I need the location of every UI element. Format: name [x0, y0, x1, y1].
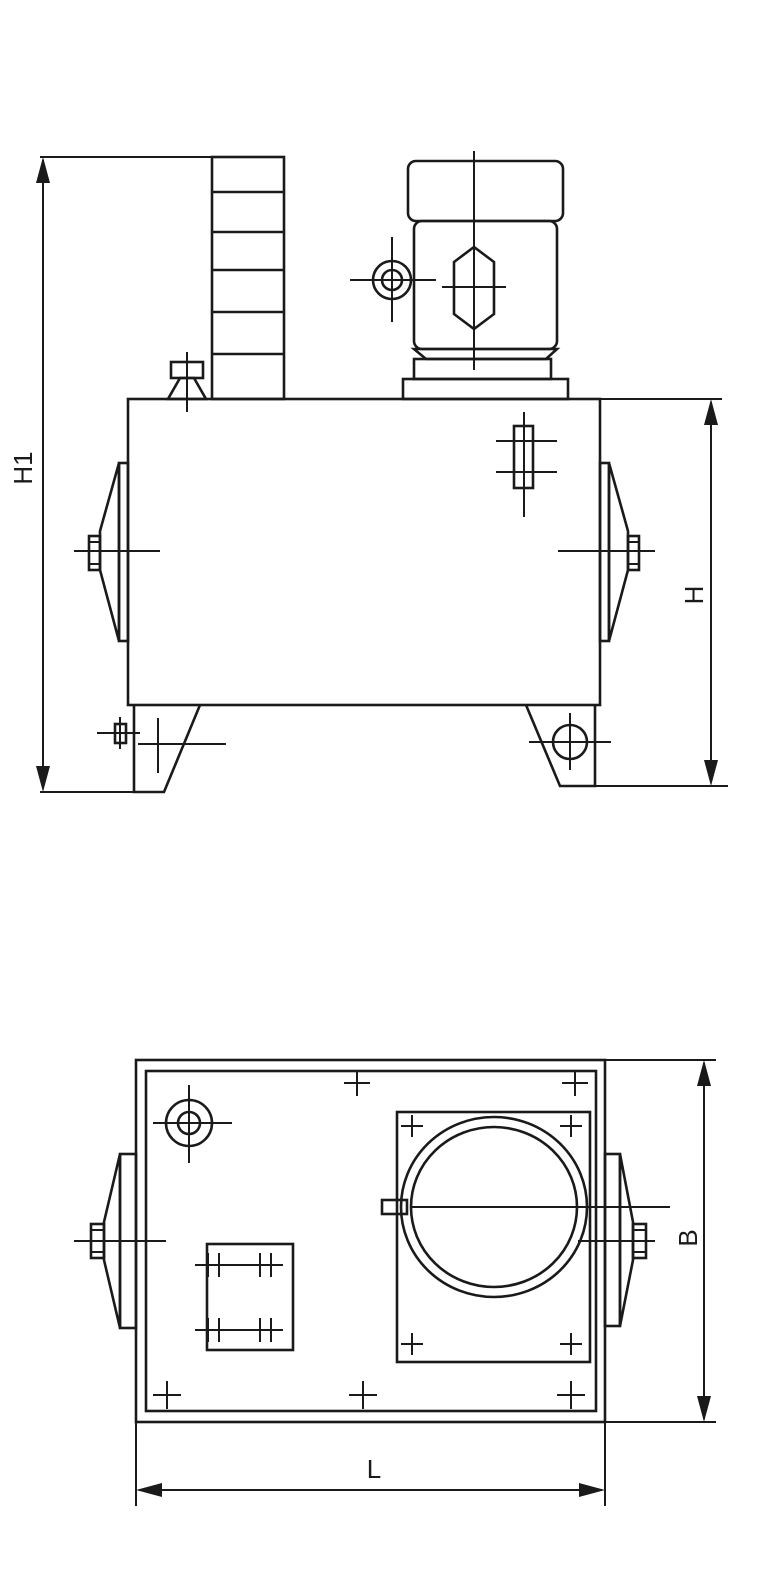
top-plate — [134, 1058, 607, 1424]
dimension-h1: H1 — [8, 156, 212, 793]
top-view: B L — [74, 1058, 716, 1506]
right-base-leg — [524, 704, 611, 788]
dimension-h1-label: H1 — [8, 451, 38, 484]
left-base-leg — [97, 704, 226, 794]
dimension-h-label: H — [679, 586, 709, 605]
electric-motor — [401, 151, 570, 401]
dimension-h: H — [560, 398, 728, 787]
dimension-b-label: B — [673, 1229, 703, 1246]
left-cleaning-cover-top — [74, 1152, 166, 1330]
motor-shaft-key — [380, 1198, 409, 1216]
oil-level-indicator — [496, 412, 557, 517]
dimension-l: L — [135, 1422, 606, 1506]
dimension-b: B — [605, 1059, 716, 1423]
valve-block — [195, 1242, 295, 1352]
mounting-bolts — [153, 1070, 588, 1409]
dimension-l-label: L — [367, 1454, 381, 1484]
pressure-gauge-top — [153, 1085, 232, 1163]
pressure-gauge — [350, 237, 436, 322]
right-cleaning-cover-top — [578, 1152, 655, 1328]
motor-flange — [380, 1110, 670, 1364]
filter-stack — [210, 155, 286, 401]
front-view: H1 — [8, 151, 728, 794]
oil-tank — [126, 397, 602, 707]
right-cleaning-cover — [558, 461, 655, 643]
left-cleaning-cover — [74, 461, 160, 643]
breather-cap — [165, 352, 209, 412]
